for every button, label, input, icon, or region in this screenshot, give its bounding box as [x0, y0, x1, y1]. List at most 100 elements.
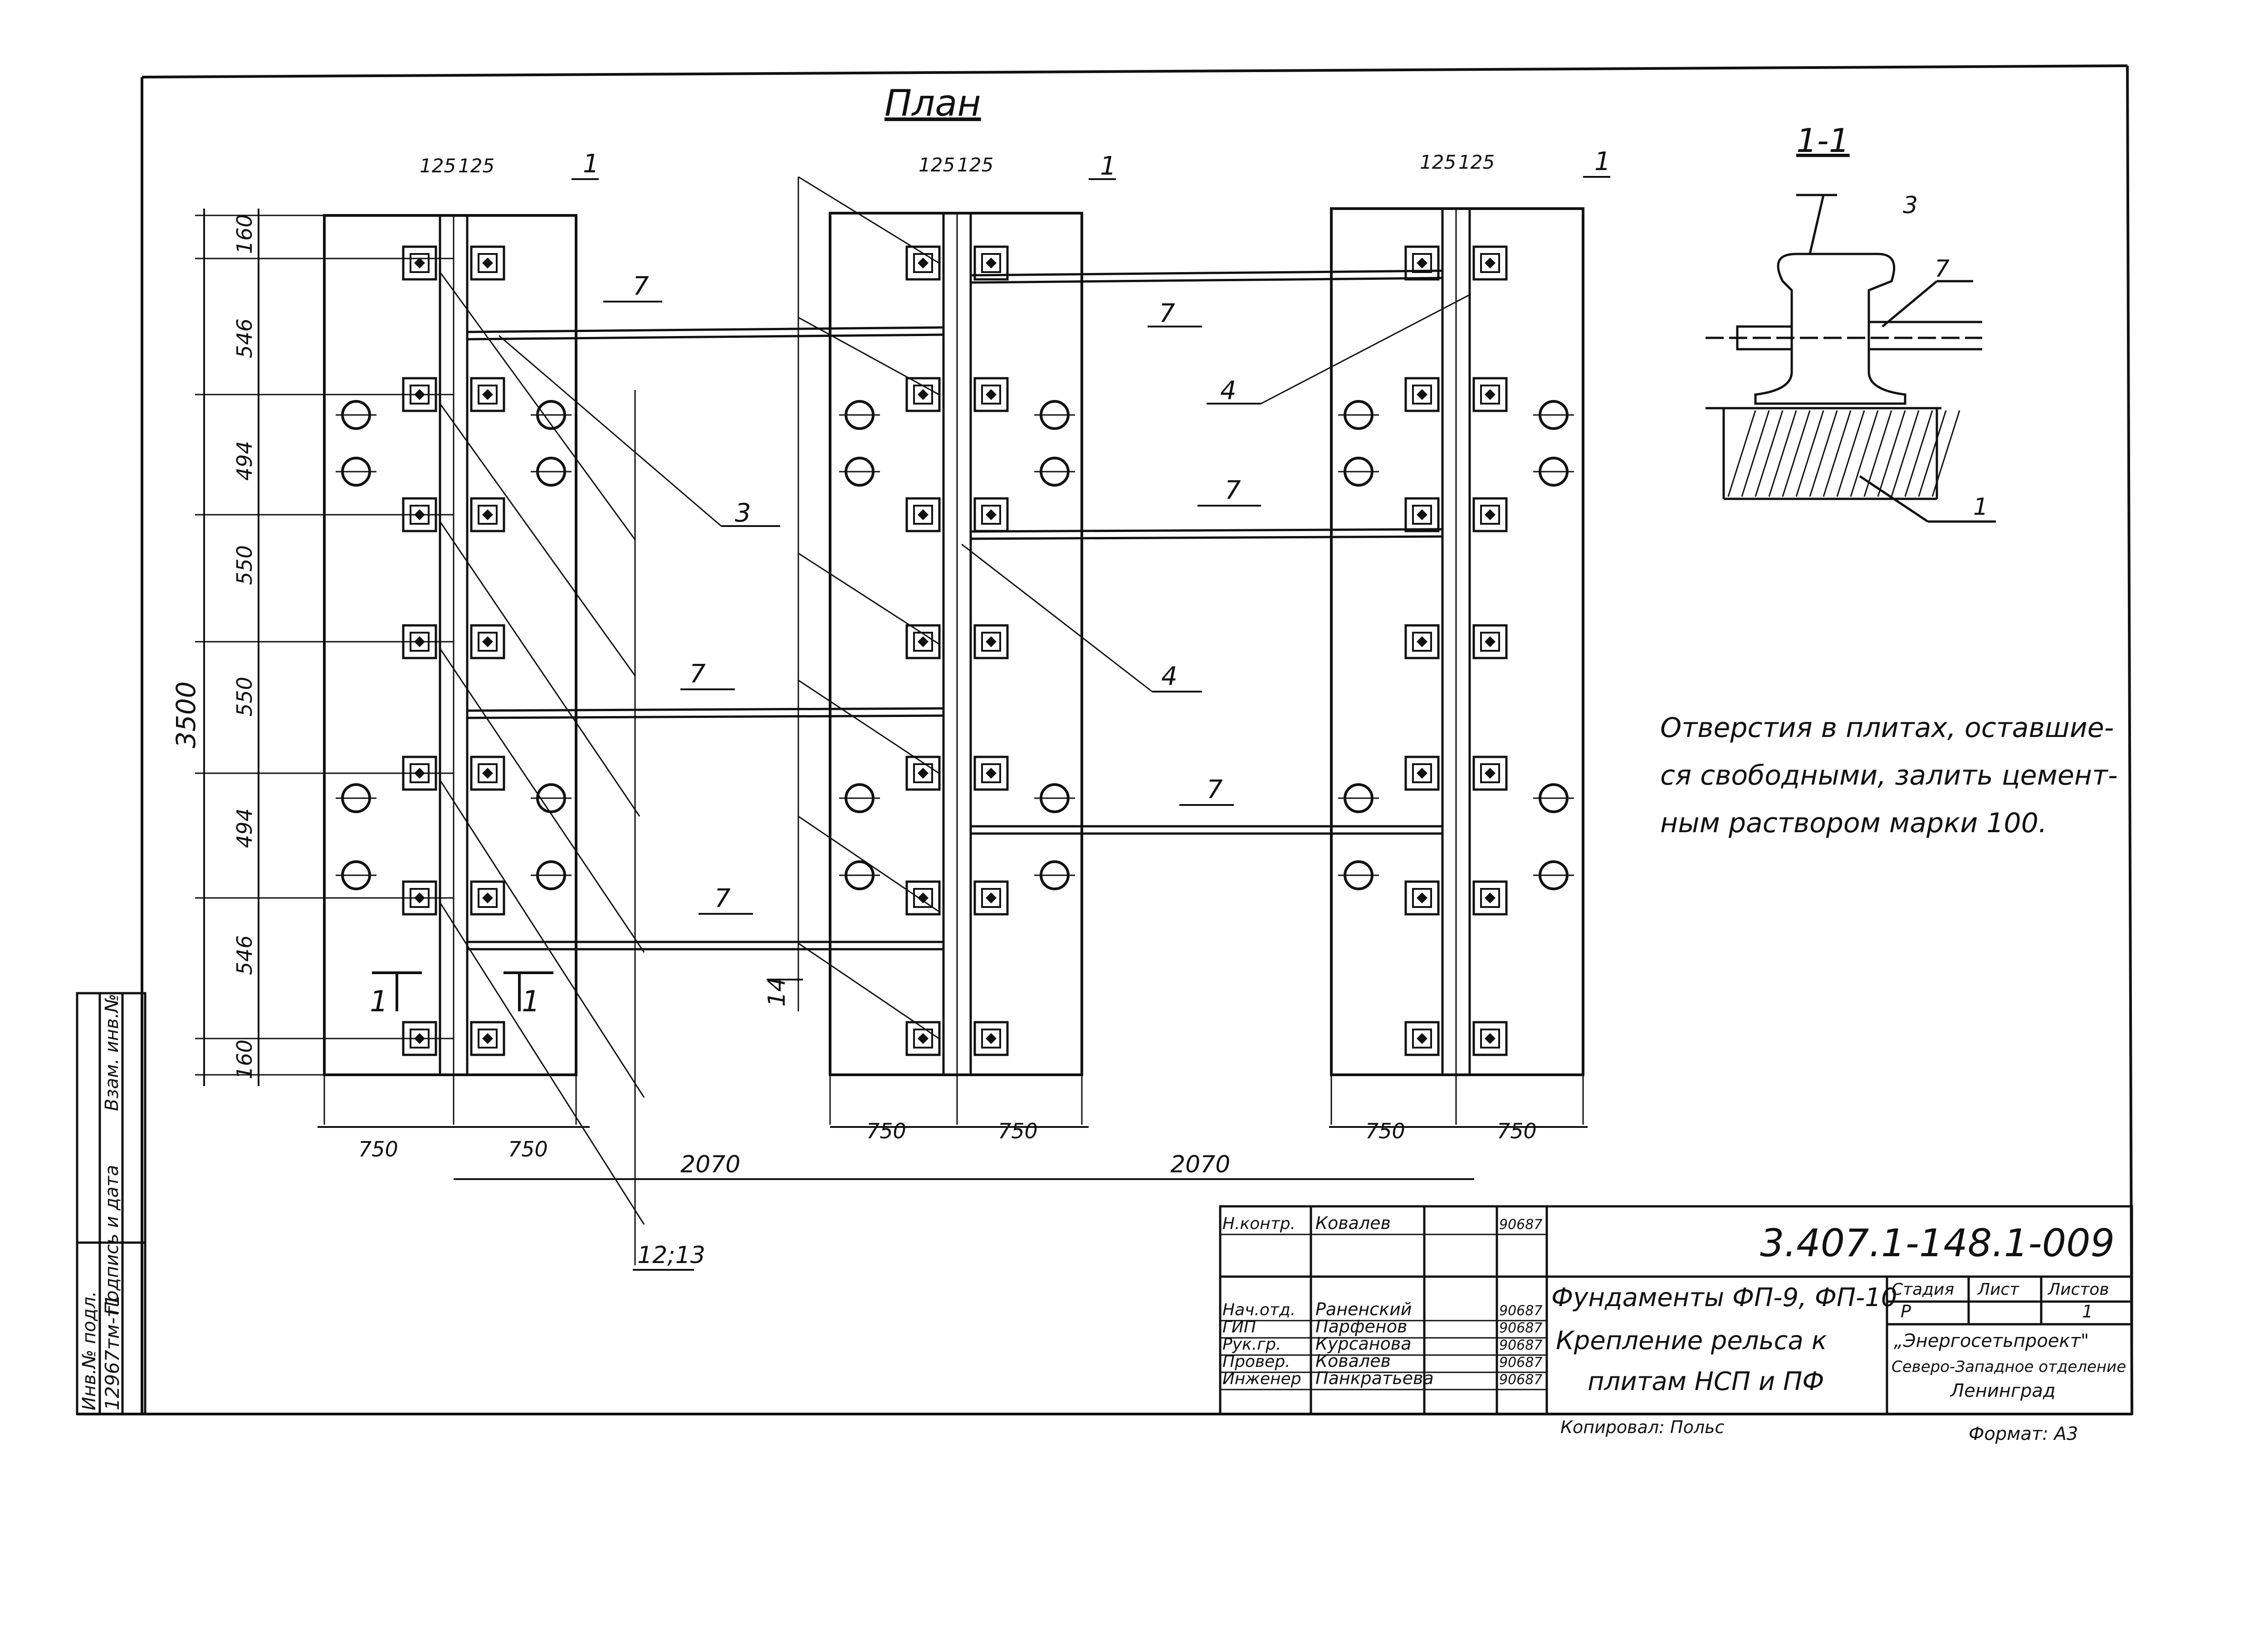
clamp-plate [1472, 377, 1508, 412]
clamp-plate [905, 1021, 941, 1056]
callout-1-slab-b: 1 [1100, 151, 1116, 181]
hatch-line [1768, 410, 1797, 497]
clamp-plate-inner [913, 1029, 933, 1049]
tb-date: 90687 [1499, 1355, 1542, 1371]
clamp-plate [905, 377, 941, 412]
tb-date: 90687 [1499, 1320, 1542, 1336]
section-callout-3: 3 [1903, 192, 1918, 219]
callout-1-slab-c: 1 [1594, 147, 1611, 176]
clamp-plate [1404, 756, 1440, 791]
bolt-head [986, 258, 997, 268]
dim-546-a: 546 [232, 318, 257, 358]
callout-7-d: 7 [689, 659, 706, 689]
hatch-line [1782, 410, 1811, 497]
tie-rod [467, 707, 944, 712]
hatch-line [1863, 410, 1892, 497]
section-callout-1: 1 [1973, 493, 1988, 521]
tie-rod [467, 326, 944, 333]
bolt-head [1485, 509, 1496, 520]
clamp-plate [1472, 756, 1508, 791]
tie-rod [970, 535, 1443, 540]
slab-2 [829, 212, 1083, 1076]
org-line-2: Северо-Западное отделение [1892, 1358, 2126, 1376]
section-mark-left: 1 [370, 985, 388, 1019]
section-mark-right: 1 [522, 985, 540, 1019]
bolt-head [986, 389, 997, 400]
side-stamp-value: 12967тм-т1 [101, 1294, 123, 1410]
clamp-plate [1472, 245, 1508, 281]
callout-7-b: 7 [1159, 299, 1175, 328]
hatch-line [1727, 410, 1756, 497]
clamp-plate-inner [1480, 385, 1500, 405]
bolt-head [482, 389, 493, 400]
clamp-plate [973, 1021, 1009, 1056]
bolt-head [1417, 389, 1427, 400]
tb-role: ГИП [1222, 1318, 1256, 1336]
clamp-plate-inner [1412, 253, 1432, 273]
hatch-line [1823, 410, 1852, 497]
format-label: Формат: А3 [1969, 1424, 2078, 1444]
callout-3-rail: 3 [735, 498, 751, 528]
dim-125-2b: 125 [957, 154, 993, 176]
bolt-head [986, 509, 997, 520]
note-line-3: ным раствором марки 100. [1660, 807, 2047, 839]
clamp-plate [905, 880, 941, 916]
title-line-3: плитам НСП и ПФ [1588, 1367, 1824, 1396]
tb-name: Панкратьева [1315, 1368, 1434, 1388]
clamp-plate [1472, 497, 1508, 532]
callout-7-e: 7 [1207, 775, 1223, 805]
tie-rod [970, 528, 1443, 533]
title-block-frame [1219, 1205, 2133, 1415]
leader-line [439, 648, 645, 953]
clamp-plate [973, 377, 1009, 412]
dim-160-top: 160 [232, 214, 257, 254]
clamp-plate [905, 624, 941, 659]
clamp-plate [1404, 624, 1440, 659]
hatch-line [1918, 410, 1947, 497]
clamp-plate [470, 245, 505, 281]
clamp-plate-inner [1480, 888, 1500, 908]
hatch-line [1877, 410, 1906, 497]
leader-line [961, 543, 1153, 693]
bolt-head [1417, 636, 1427, 647]
clamp-plate [470, 756, 505, 791]
tb-name: Курсанова [1315, 1334, 1412, 1354]
note-line-2: ся свободными, залить цемент- [1660, 760, 2118, 791]
tb-role: Инженер [1222, 1370, 1301, 1388]
tb-name: Парфенов [1315, 1317, 1407, 1336]
vertical-dimension-chain [203, 209, 259, 1086]
tie-rod [970, 277, 1443, 284]
sheets-value: 1 [2082, 1302, 2093, 1322]
dim-750-2b: 750 [998, 1119, 1038, 1143]
bolt-head [414, 258, 425, 268]
callout-12-13: 12;13 [637, 1242, 705, 1269]
dim-2070-a: 2070 [680, 1151, 740, 1178]
dim-125-2a: 125 [919, 154, 955, 176]
dim-125-3a: 125 [1420, 151, 1456, 173]
dim-125-3b: 125 [1458, 151, 1495, 173]
plan-title: План [885, 82, 981, 124]
hatch-line [1795, 410, 1824, 497]
clamp-plate-inner [981, 1029, 1001, 1049]
title-line-2: Крепление рельса к [1556, 1326, 1827, 1356]
slab-1 [323, 214, 577, 1076]
bolt-head [986, 893, 997, 903]
clamp-plate [402, 245, 437, 281]
bolt-head [918, 509, 929, 520]
section-title: 1-1 [1796, 122, 1850, 160]
clamp-plate [905, 497, 941, 532]
bolt-head [482, 258, 493, 268]
clamp-plate [1404, 377, 1440, 412]
clamp-plate-inner [981, 763, 1001, 783]
bolt-head [918, 389, 929, 400]
bolt-head [986, 1033, 997, 1044]
org-line-3: Ленинград [1950, 1380, 2056, 1401]
tb-name: Ковалев [1315, 1213, 1391, 1233]
clamp-plate-inner [981, 253, 1001, 273]
bolt-head [1485, 636, 1496, 647]
clamp-plate [1472, 1021, 1508, 1056]
clamp-plate-inner [478, 505, 498, 525]
leader-line [798, 679, 939, 774]
dim-125-1a: 125 [420, 155, 456, 177]
